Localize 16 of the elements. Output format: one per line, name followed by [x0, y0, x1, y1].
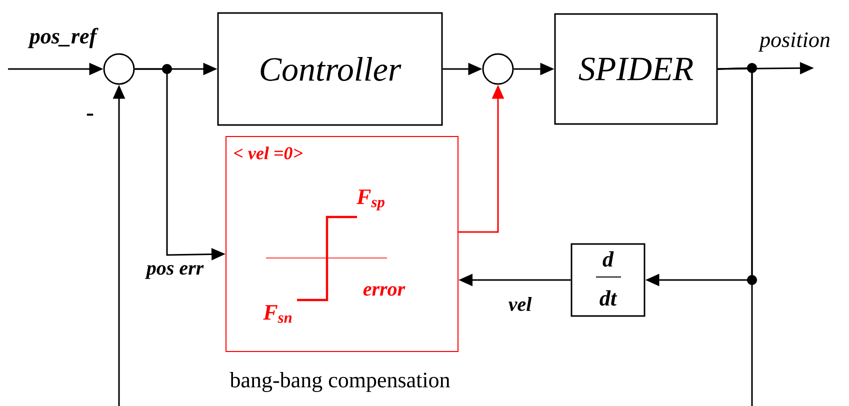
edge-label: vel — [508, 296, 532, 312]
edge-label: pos err — [144, 265, 204, 279]
node-label: bang-bang compensation — [230, 372, 450, 392]
sign-label: - — [86, 114, 94, 116]
edge-label: position — [758, 32, 830, 52]
edge-label: pos_ref — [28, 28, 98, 48]
output-label: F$_{sp}$ — [356, 190, 384, 210]
plant-box: SPIDER — [554, 13, 718, 125]
summing-junction — [482, 53, 514, 85]
summing-junction — [103, 53, 135, 85]
controller-box: Controller — [217, 12, 443, 126]
denominator-label: dt — [600, 290, 618, 306]
condition-label: < vel =0> — [234, 146, 302, 160]
output-label: F$_{sn}$ — [263, 305, 292, 323]
axis-label: error — [363, 286, 406, 296]
numerator-label: d — [602, 251, 614, 267]
